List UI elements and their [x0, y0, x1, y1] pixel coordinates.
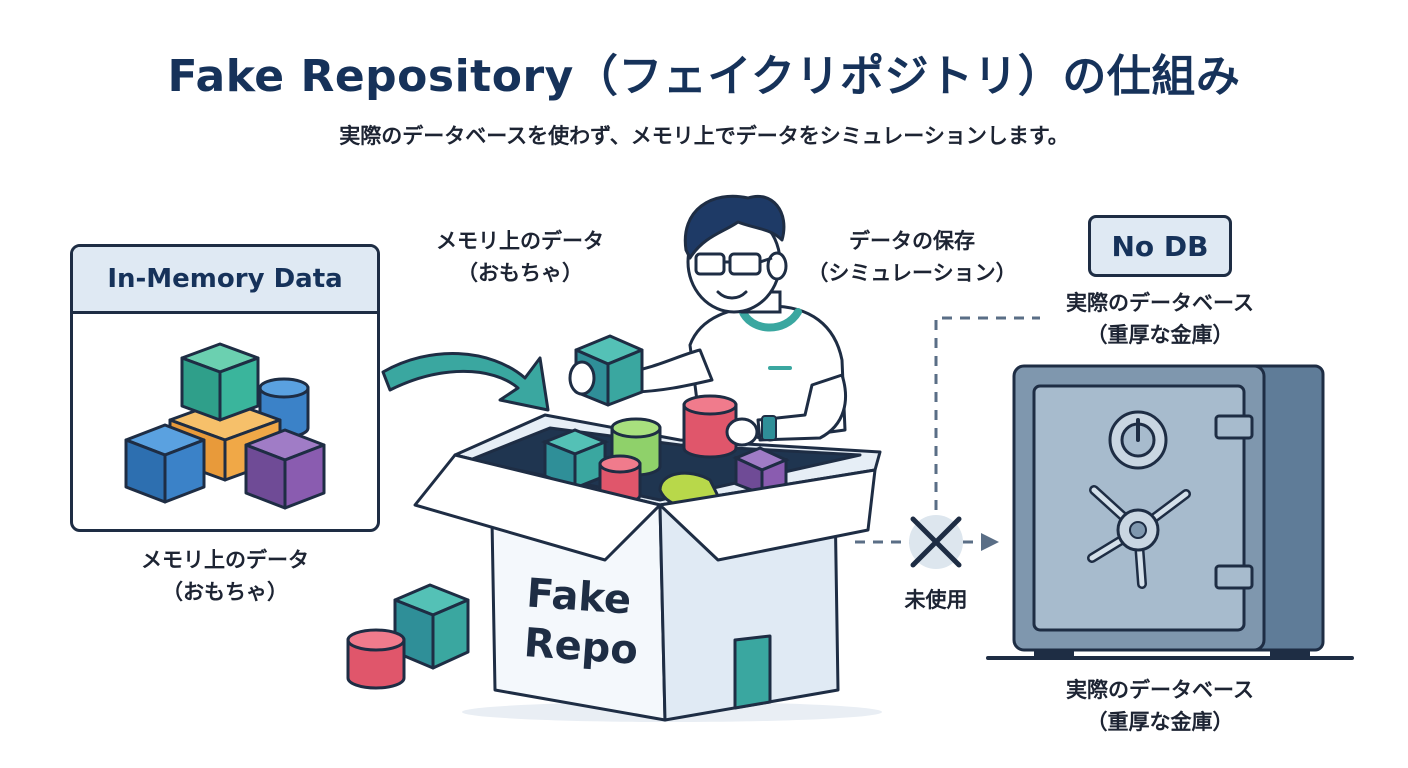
cube-icon — [393, 583, 470, 670]
dashed-arrow-icon — [855, 316, 1040, 551]
no-db-badge: No DB — [1088, 215, 1232, 277]
label-db-top-line1: 実際のデータベース — [1066, 291, 1254, 315]
label-memory-data-top: メモリ上のデータ （おもちゃ） — [410, 226, 630, 289]
label-save-line1: データの保存 — [849, 229, 975, 253]
label-db-top-line2: （重厚な金庫） — [1086, 322, 1234, 347]
person-illustration — [626, 194, 847, 442]
label-memory-data-bottom: メモリ上のデータ （おもちゃ） — [110, 545, 340, 608]
label-db-top: 実際のデータベース （重厚な金庫） — [1040, 288, 1280, 351]
label-db-bottom-line1: 実際のデータベース — [1066, 678, 1254, 702]
page-title: Fake Repository（フェイクリポジトリ）の仕組み — [167, 51, 1241, 102]
unused-label: 未使用 — [904, 588, 968, 612]
label-memory-top-line1: メモリ上のデータ — [436, 229, 604, 253]
page-subtitle: 実際のデータベースを使わず、メモリ上でデータをシミュレーションします。 — [339, 124, 1069, 148]
label-db-bottom: 実際のデータベース （重厚な金庫） — [1040, 675, 1280, 738]
in-memory-panel: In-Memory Data — [70, 244, 380, 532]
label-db-bottom-line2: （重厚な金庫） — [1086, 709, 1234, 734]
safe-icon — [986, 364, 1354, 660]
label-save-line2: （シミュレーション） — [807, 260, 1017, 285]
cross-icon — [909, 515, 963, 569]
label-memory-bottom-line2: （おもちゃ） — [162, 579, 288, 604]
label-memory-top-line2: （おもちゃ） — [457, 260, 583, 285]
curved-arrow-icon — [381, 351, 550, 412]
cardboard-box-icon: Fake Repo — [413, 394, 882, 722]
label-memory-bottom-line1: メモリ上のデータ — [141, 548, 309, 572]
box-label-line2: Repo — [522, 620, 639, 674]
cylinder-icon — [346, 628, 406, 690]
in-memory-panel-header: In-Memory Data — [73, 247, 377, 314]
label-data-save: データの保存 （シミュレーション） — [792, 226, 1032, 289]
box-label-line1: Fake — [525, 570, 633, 623]
